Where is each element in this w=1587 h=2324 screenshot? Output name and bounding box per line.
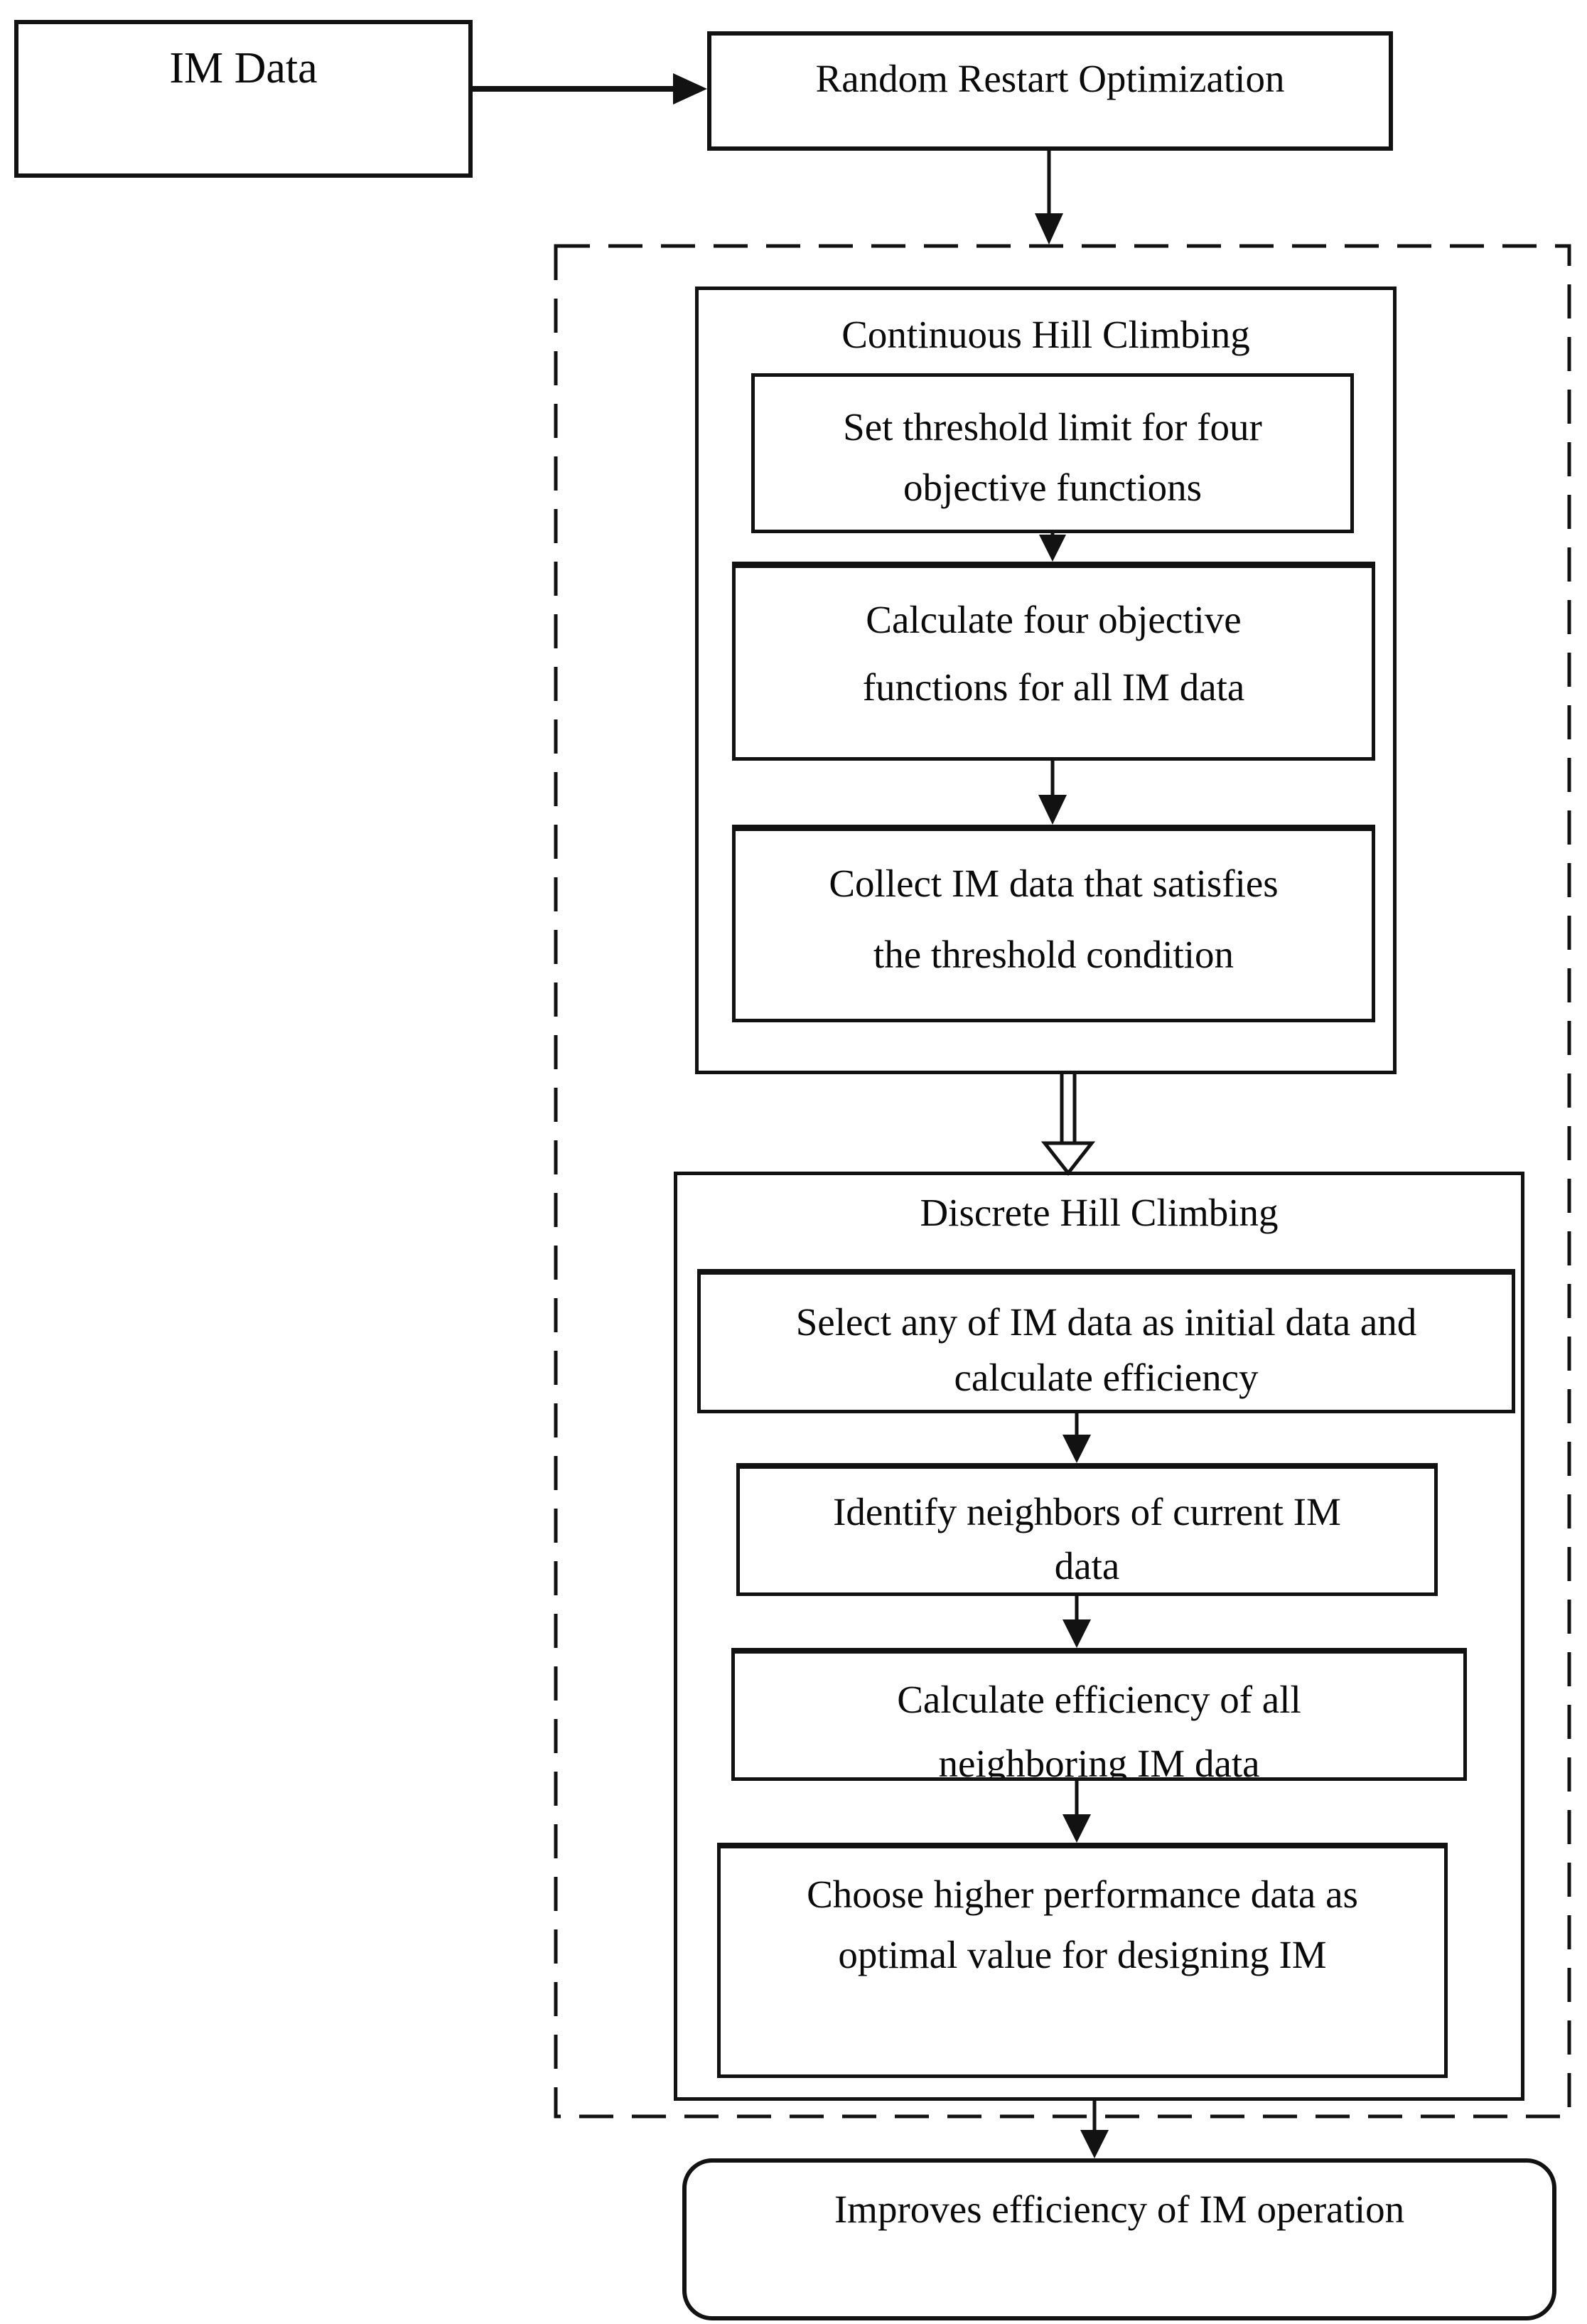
node-collect-data-line1: Collect IM data that satisfies	[829, 862, 1279, 905]
node-identify-neighbors-line1: Identify neighbors of current IM	[833, 1490, 1341, 1533]
double-arrow-continuous-to-discrete	[1040, 1074, 1096, 1177]
node-choose-optimal: Choose higher performance data as optima…	[717, 1843, 1448, 2078]
group-continuous-title: Continuous Hill Climbing	[841, 313, 1250, 356]
node-choose-optimal-line1: Choose higher performance data as	[807, 1873, 1358, 1916]
group-discrete-title: Discrete Hill Climbing	[920, 1191, 1279, 1234]
node-collect-data: Collect IM data that satisfies the thres…	[732, 825, 1375, 1022]
node-calculate-objectives-line1: Calculate four objective	[866, 598, 1242, 641]
node-calculate-efficiency-line1: Calculate efficiency of all	[897, 1678, 1301, 1721]
node-select-initial-line2: calculate efficiency	[954, 1356, 1259, 1399]
arrow-imdata-to-randomrestart	[473, 73, 707, 105]
node-set-threshold: Set threshold limit for four objective f…	[751, 373, 1354, 533]
node-result-label: Improves efficiency of IM operation	[834, 2188, 1405, 2231]
node-collect-data-line2: the threshold condition	[873, 933, 1234, 976]
node-im-data: IM Data	[14, 20, 473, 178]
node-select-initial: Select any of IM data as initial data an…	[697, 1269, 1515, 1413]
node-random-restart-label: Random Restart Optimization	[815, 57, 1285, 100]
node-im-data-label: IM Data	[169, 44, 318, 92]
node-calculate-efficiency: Calculate efficiency of all neighboring …	[731, 1648, 1467, 1781]
node-result: Improves efficiency of IM operation	[682, 2158, 1556, 2320]
node-random-restart: Random Restart Optimization	[707, 31, 1393, 151]
arrow-discrete-to-result	[1080, 2101, 1109, 2158]
node-calculate-objectives: Calculate four objective functions for a…	[732, 562, 1375, 761]
node-identify-neighbors-line2: data	[1054, 1544, 1120, 1587]
node-select-initial-line1: Select any of IM data as initial data an…	[795, 1300, 1417, 1344]
arrow-randomrestart-to-dashedbox	[1035, 151, 1063, 245]
node-calculate-efficiency-line2: neighboring IM data	[938, 1742, 1260, 1781]
node-identify-neighbors: Identify neighbors of current IM data	[736, 1463, 1438, 1596]
node-calculate-objectives-line2: functions for all IM data	[862, 665, 1245, 709]
node-set-threshold-line2: objective functions	[903, 466, 1203, 509]
node-choose-optimal-line2: optimal value for designing IM	[838, 1933, 1327, 1976]
node-set-threshold-line1: Set threshold limit for four	[843, 405, 1262, 449]
